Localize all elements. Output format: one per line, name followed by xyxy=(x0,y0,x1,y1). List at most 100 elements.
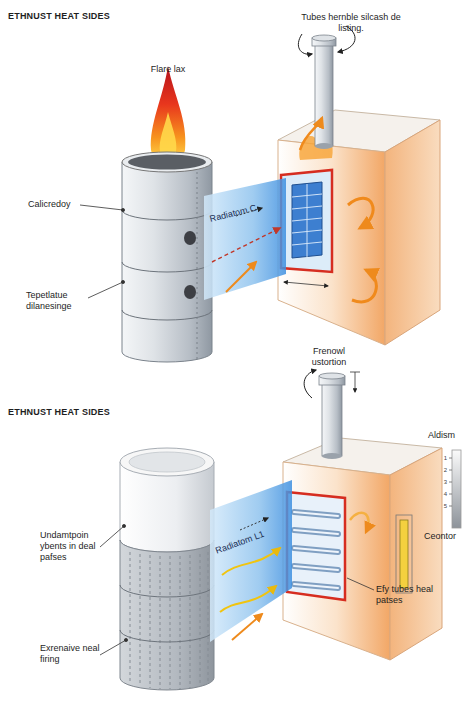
scale-bar xyxy=(449,506,452,507)
scale-bar xyxy=(449,470,452,471)
insulated-cylinder xyxy=(200,554,201,686)
insulated-cylinder xyxy=(160,556,161,689)
insulated-cylinder xyxy=(120,540,214,690)
leader-line xyxy=(121,280,124,283)
leader-line xyxy=(88,282,123,298)
chimney-stack xyxy=(315,44,333,146)
scale-label: Ceontor xyxy=(424,531,472,542)
heat-swirl xyxy=(300,118,376,532)
leader-line xyxy=(100,526,124,547)
heat-panel xyxy=(294,512,338,516)
chimney-stack xyxy=(319,373,345,459)
heat-panel xyxy=(307,184,308,257)
flare-flame xyxy=(160,112,177,158)
dimension-line xyxy=(284,282,328,286)
heat-swirl xyxy=(300,118,322,150)
flare-flame xyxy=(151,66,186,161)
callout-label: Flare lax xyxy=(138,64,198,75)
draft-arrow xyxy=(298,34,312,54)
scale-bar xyxy=(449,458,452,506)
callout-label: Calicredoy xyxy=(28,199,80,210)
leader-line xyxy=(80,205,123,210)
insulated-cylinder xyxy=(140,554,141,686)
heat-panel xyxy=(294,530,338,534)
heat-swirl xyxy=(348,198,373,228)
heat-box xyxy=(283,438,442,660)
heat-bar xyxy=(396,515,412,593)
flare-cylinder xyxy=(184,285,196,299)
radiation-arrow xyxy=(240,518,268,530)
heat-panel xyxy=(292,182,322,258)
beam-outline xyxy=(204,178,286,300)
chimney-stack xyxy=(322,453,342,459)
section-heading: ETHNUST HEAT SIDES xyxy=(8,407,178,418)
heat-swirl xyxy=(352,270,376,302)
leader-line xyxy=(100,524,128,655)
callout-label: Undamtpoin ybents in deal pafses xyxy=(40,530,106,563)
flare-cylinder xyxy=(184,231,196,245)
heat-panel xyxy=(294,548,338,552)
heat-box xyxy=(278,110,440,345)
leader-line xyxy=(347,372,374,590)
chimney-stack xyxy=(322,384,342,456)
heat-panel xyxy=(294,566,338,570)
heat-panel xyxy=(281,170,332,272)
heat-swirl xyxy=(350,513,369,532)
beam-outline xyxy=(210,480,292,642)
insulated-cylinder xyxy=(130,552,131,684)
chimney-stack xyxy=(315,143,333,149)
beam-shape xyxy=(206,476,292,646)
leader-line xyxy=(100,640,126,655)
radiation-arrow xyxy=(222,548,280,575)
leader-line xyxy=(121,208,124,211)
scale-number: 3 xyxy=(436,479,447,486)
radiation-arrow xyxy=(212,208,280,292)
heat-panel xyxy=(287,492,345,600)
radiation-arrow xyxy=(212,228,280,262)
callout-label: Efy tubes heal patses xyxy=(376,584,448,606)
insulated-cylinder xyxy=(180,556,181,689)
chimney-stack xyxy=(319,373,345,379)
insulated-cylinder xyxy=(120,448,214,476)
leader-line xyxy=(80,205,125,298)
heat-bar xyxy=(396,515,412,593)
chimney-stack xyxy=(312,35,336,149)
radiation-arrow xyxy=(220,586,276,612)
leader-line xyxy=(347,578,374,590)
heat-panel xyxy=(294,584,338,588)
flare-cylinder xyxy=(122,162,212,362)
flare-cylinder xyxy=(197,172,198,360)
scale-number: 2 xyxy=(436,467,447,474)
heat-box xyxy=(283,462,390,660)
heat-panel xyxy=(292,184,322,257)
callout-label: Frenowl ustortion xyxy=(296,346,362,368)
flare-flame xyxy=(151,66,186,161)
scale-bar xyxy=(449,482,452,483)
callout-label: Exrenaive neal firing xyxy=(40,643,106,665)
flare-cylinder xyxy=(122,310,212,320)
heat-panel xyxy=(294,566,338,570)
draft-arrow xyxy=(298,26,355,398)
scale-bar xyxy=(449,450,461,528)
insulated-cylinder xyxy=(190,555,191,688)
callout-label: Tepetlatue dilanesinge xyxy=(26,290,88,312)
insulated-cylinder xyxy=(150,555,151,688)
heat-panel xyxy=(281,170,332,272)
heat-panel xyxy=(287,492,345,600)
chimney-stack xyxy=(312,35,336,41)
insulated-cylinder xyxy=(129,452,205,472)
heat-box xyxy=(278,140,385,345)
leader-line xyxy=(355,372,356,392)
flare-cylinder xyxy=(122,152,212,362)
heat-panel xyxy=(294,512,338,588)
heat-bar xyxy=(400,520,408,588)
radiation-beam: Radiatom L1 xyxy=(206,476,292,646)
radiation-arrow xyxy=(226,262,256,292)
heat-box xyxy=(390,448,442,660)
radiation-arrow xyxy=(220,518,280,640)
beam-shape xyxy=(200,176,286,302)
